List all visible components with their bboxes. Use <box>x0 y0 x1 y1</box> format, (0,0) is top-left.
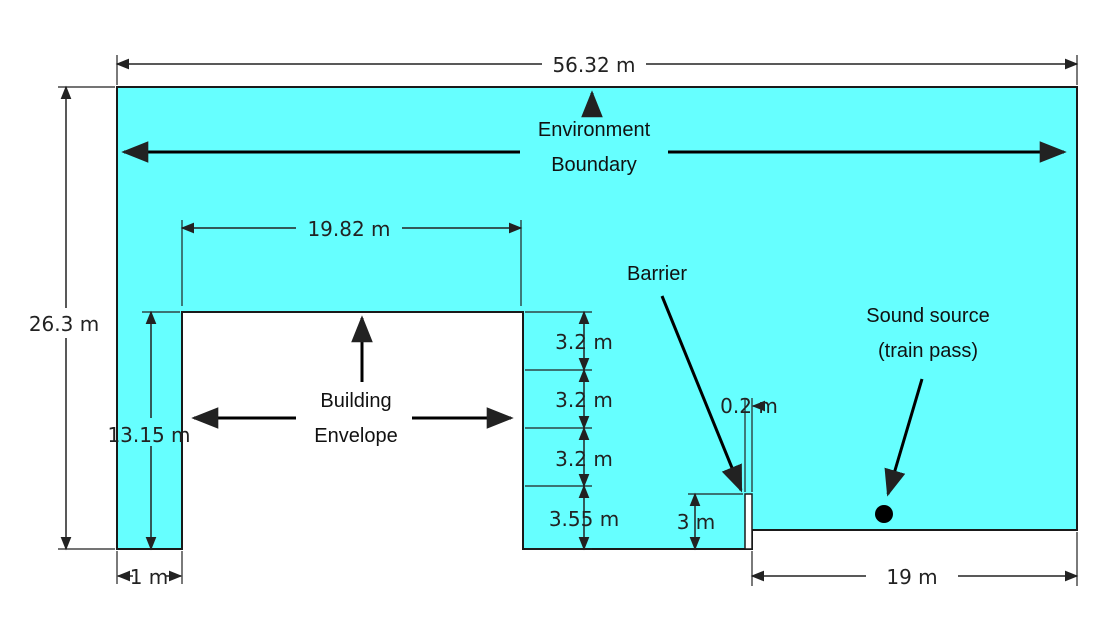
dim-floor-3: 3.2 m <box>555 447 613 471</box>
dim-building-width: 19.82 m <box>307 217 390 241</box>
dim-barrier-height: 3 m <box>677 510 716 534</box>
label-train-pass: (train pass) <box>878 340 978 362</box>
label-barrier: Barrier <box>627 263 687 285</box>
left-dim-label-bg <box>22 308 106 338</box>
dim-source-distance: 19 m <box>886 565 937 589</box>
label-envelope: Envelope <box>314 425 397 447</box>
label-building: Building <box>320 390 391 412</box>
barrier-pointer-arrow <box>660 295 743 493</box>
dim-building-height: 13.15 m <box>107 423 190 447</box>
dim-floor-4: 3.55 m <box>549 507 619 531</box>
dim-barrier-thickness: 0.2 m <box>720 394 778 418</box>
dim-floor-1: 3.2 m <box>555 330 613 354</box>
dim-total-width: 56.32 m <box>552 53 635 77</box>
label-boundary: Boundary <box>551 154 637 176</box>
dim-wall-thickness: 1 m <box>130 565 169 589</box>
label-environment: Environment <box>538 119 651 141</box>
dim-floor-2: 3.2 m <box>555 388 613 412</box>
sound-source-dot <box>875 505 893 523</box>
environment-domain <box>116 86 1078 550</box>
barrier-wall <box>744 493 753 550</box>
dim-total-height: 26.3 m <box>29 312 99 336</box>
label-sound-source: Sound source <box>866 305 989 327</box>
source-pointer-arrow <box>884 378 924 497</box>
